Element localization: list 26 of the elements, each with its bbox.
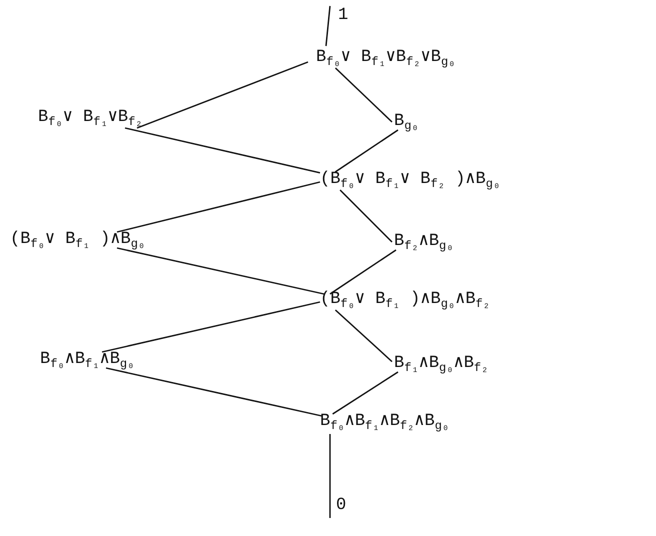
- lattice-term: B$_{f₀}$∨ B$_{f₁}$∨B$_{f₂}$: [36, 106, 144, 130]
- connector-line: [334, 129, 398, 173]
- connector-line: [102, 301, 320, 353]
- connector-line: [334, 68, 392, 122]
- lattice-term: B$_{f₀}$∧B$_{f₁}$∧B$_{f₂}$∧B$_{g₀}$: [318, 410, 452, 434]
- lattice-term: B$_{f₂}$∧B$_{g₀}$: [392, 230, 456, 254]
- connector-line: [124, 127, 320, 174]
- lattice-term: (B$_{f₀}$∨ B$_{f₁}$∨ B$_{f₂}$ )∧B$_{g₀}$: [318, 168, 502, 192]
- connector-line: [136, 61, 308, 129]
- connector-line: [330, 249, 396, 295]
- connector-line: [116, 247, 324, 295]
- lattice-term: B$_{g₀}$: [392, 110, 421, 134]
- lattice-term: B$_{f₁}$∧B$_{g₀}$∧B$_{f₂}$: [392, 352, 490, 376]
- connector-line: [106, 367, 322, 417]
- connector-line: [329, 434, 331, 518]
- lattice-term: (B$_{f₀}$∨ B$_{f₁}$ )∧B$_{g₀}$: [8, 228, 148, 252]
- lattice-term: (B$_{f₀}$∨ B$_{f₁}$ )∧B$_{g₀}$∧B$_{f₂}$: [318, 288, 492, 312]
- connector-line: [332, 371, 398, 415]
- connector-line: [340, 190, 392, 242]
- lattice-term: 0: [334, 494, 348, 518]
- lattice-term: B$_{f₀}$∨ B$_{f₁}$∨B$_{f₂}$∨B$_{g₀}$: [314, 46, 458, 70]
- lattice-term: B$_{f₀}$∧B$_{f₁}$∧B$_{g₀}$: [38, 348, 136, 372]
- connector-line: [325, 6, 331, 46]
- lattice-term: 1: [336, 4, 350, 28]
- connector-line: [334, 309, 392, 362]
- connector-line: [116, 181, 320, 233]
